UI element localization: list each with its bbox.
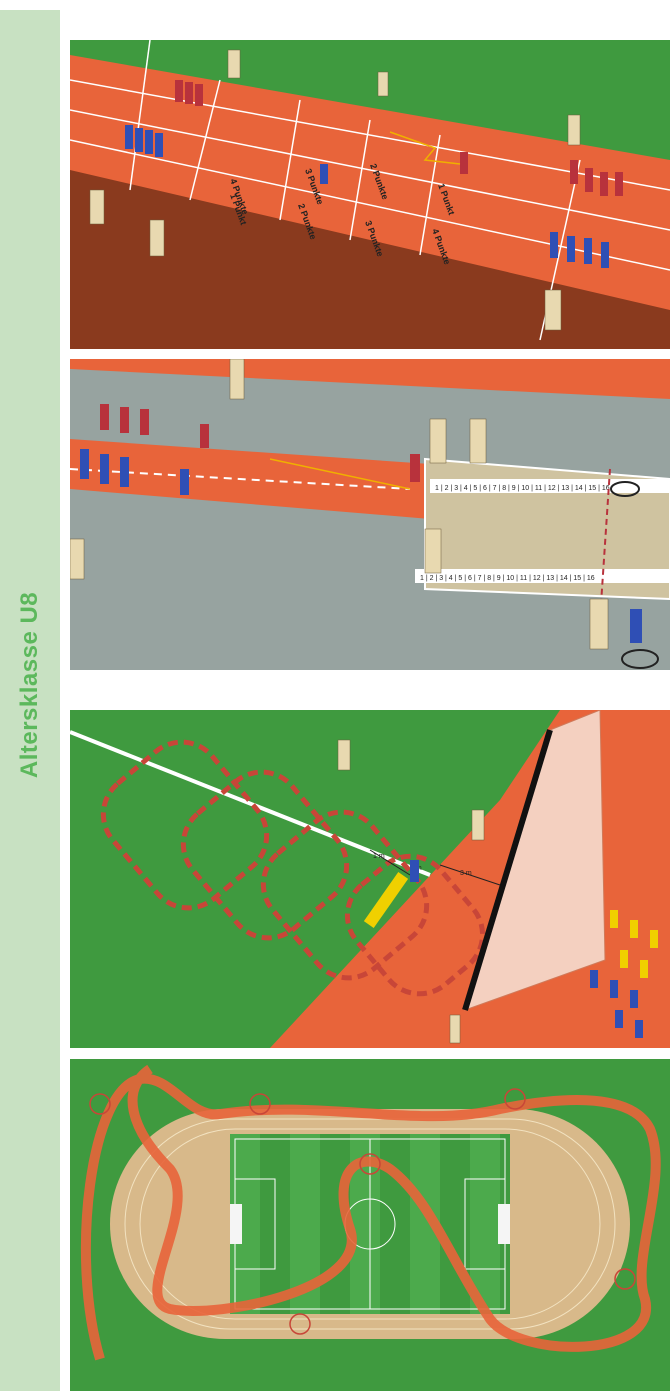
illustration-points-relay: 4 Punkte 3 Punkte 2 Punkte 1 Punkt 1 Pun… <box>70 40 670 349</box>
illustration-stadium-run <box>70 1059 670 1391</box>
illustration-long-jump: 1 | 2 | 3 | 4 | 5 | 6 | 7 | 8 | 9 | 10 |… <box>70 359 670 670</box>
illustration-throwing-course: 1 m 2 m 3 m <box>70 710 670 1048</box>
measuring-scale-bottom: 1 | 2 | 3 | 4 | 5 | 6 | 7 | 8 | 9 | 10 |… <box>420 575 595 582</box>
distance-label: 1 m <box>373 853 385 860</box>
age-class-label: Altersklasse U8 <box>16 592 44 778</box>
measuring-scale-top: 1 | 2 | 3 | 4 | 5 | 6 | 7 | 8 | 9 | 10 |… <box>435 485 610 492</box>
distance-label: 3 m <box>460 870 472 877</box>
sidebar: Altersklasse U8 <box>0 10 60 1391</box>
